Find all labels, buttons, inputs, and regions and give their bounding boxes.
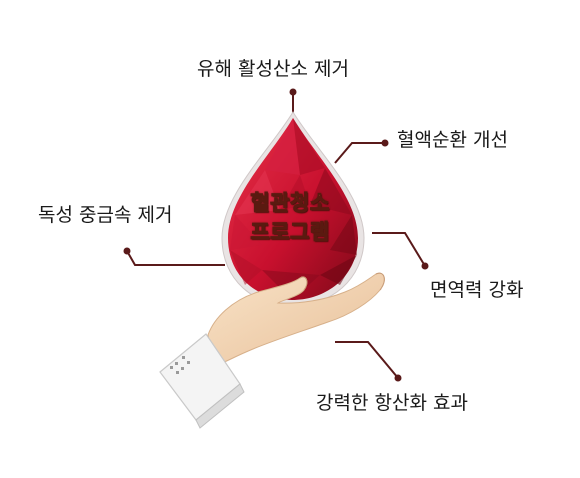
open-hand-icon — [159, 272, 385, 429]
connector-lines — [126, 92, 426, 379]
connector-dot-bottom — [394, 374, 402, 382]
label-bottom: 강력한 항산화 효과 — [316, 392, 468, 414]
drop-title-line-2: 프로그램 — [250, 220, 330, 245]
connector-left — [126, 250, 225, 266]
connector-dot-left — [123, 247, 131, 255]
connector-dots — [123, 88, 429, 382]
drop-title-line-1: 혈관청소 — [250, 191, 330, 216]
connector-dot-right-upper — [381, 139, 389, 147]
blood-drop-icon — [221, 111, 365, 307]
drop-title: 혈관청소 프로그램 — [236, 189, 344, 247]
connector-dot-top — [289, 88, 297, 96]
label-top: 유해 활성산소 제거 — [197, 58, 349, 80]
cuff-buttons — [170, 356, 190, 374]
label-right-upper: 혈액순환 개선 — [397, 129, 508, 151]
connector-right-upper — [334, 142, 385, 164]
connector-bottom — [335, 341, 399, 379]
label-left: 독성 중금속 제거 — [38, 204, 173, 226]
label-right-lower: 면역력 강화 — [430, 279, 524, 301]
connector-dot-right-lower — [421, 262, 429, 270]
connector-right-lower — [372, 232, 426, 267]
